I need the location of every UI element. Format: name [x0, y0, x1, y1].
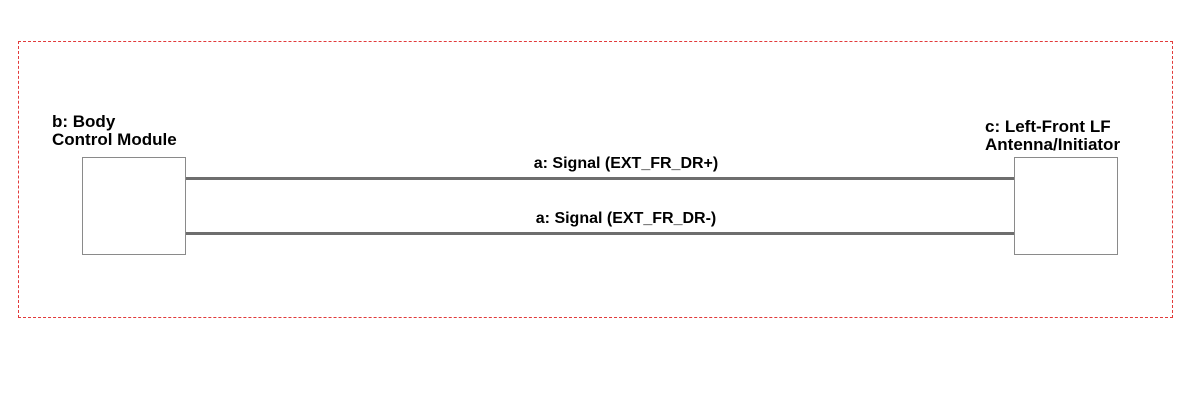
antenna-initiator-box	[1014, 157, 1118, 255]
antenna-initiator-label: c: Left-Front LF Antenna/Initiator	[985, 118, 1120, 154]
body-control-module-label-line2: Control Module	[52, 130, 177, 149]
wire-bottom	[186, 232, 1014, 235]
antenna-initiator-label-line1: c: Left-Front LF	[985, 117, 1111, 136]
body-control-module-box	[82, 157, 186, 255]
body-control-module-label-line1: b: Body	[52, 112, 116, 131]
wire-bottom-label: a: Signal (EXT_FR_DR-)	[535, 210, 717, 227]
wire-top	[186, 177, 1014, 180]
antenna-initiator-label-line2: Antenna/Initiator	[985, 135, 1121, 154]
diagram-frame	[18, 41, 1173, 318]
wire-top-label: a: Signal (EXT_FR_DR+)	[533, 155, 719, 172]
body-control-module-label: b: Body Control Module	[52, 113, 177, 149]
